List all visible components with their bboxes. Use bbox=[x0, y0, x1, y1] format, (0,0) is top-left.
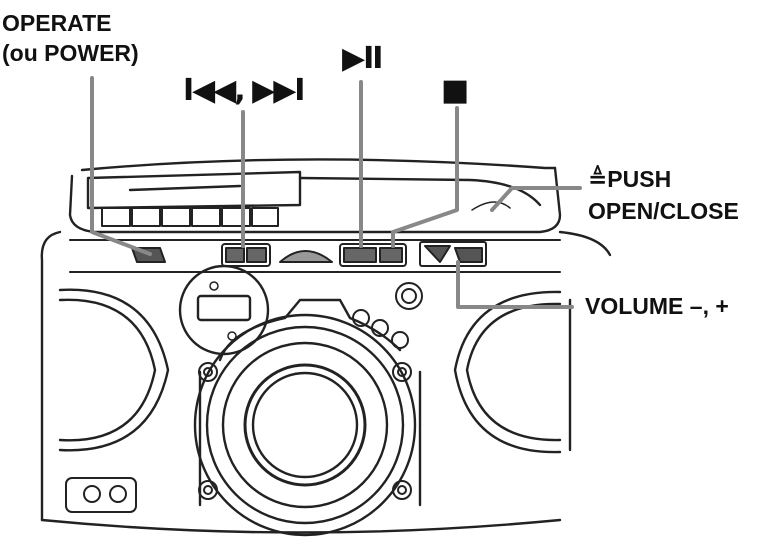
skip-label: I◀◀, ▶▶I bbox=[183, 73, 305, 108]
operate-label-line2: (ou POWER) bbox=[2, 40, 139, 66]
callout-lines bbox=[90, 76, 582, 309]
center-woofer bbox=[193, 313, 417, 537]
play-pause-button bbox=[339, 243, 407, 267]
jacks bbox=[65, 477, 137, 513]
screws bbox=[198, 362, 412, 500]
play-pause-label: ▶II bbox=[342, 41, 383, 76]
push-label-line2: OPEN/CLOSE bbox=[588, 198, 739, 224]
push-label-line1: ≜PUSH bbox=[588, 166, 672, 192]
operate-callout bbox=[90, 76, 152, 256]
volume-callout bbox=[456, 260, 574, 309]
stop-label: ■ bbox=[441, 73, 469, 108]
function-button-row bbox=[101, 207, 279, 227]
left-speaker bbox=[58, 288, 170, 452]
volume-label: VOLUME –, + bbox=[585, 293, 729, 319]
operate-label-line1: OPERATE bbox=[2, 10, 112, 36]
volume-buttons bbox=[419, 241, 487, 267]
center-button bbox=[279, 250, 333, 263]
right-speaker bbox=[453, 290, 572, 454]
small-knobs bbox=[352, 282, 423, 349]
lid-outline bbox=[86, 170, 302, 210]
push-callout bbox=[490, 186, 582, 212]
stop-callout bbox=[391, 106, 459, 248]
skip-buttons bbox=[221, 243, 271, 267]
tuning-dial bbox=[178, 264, 270, 356]
